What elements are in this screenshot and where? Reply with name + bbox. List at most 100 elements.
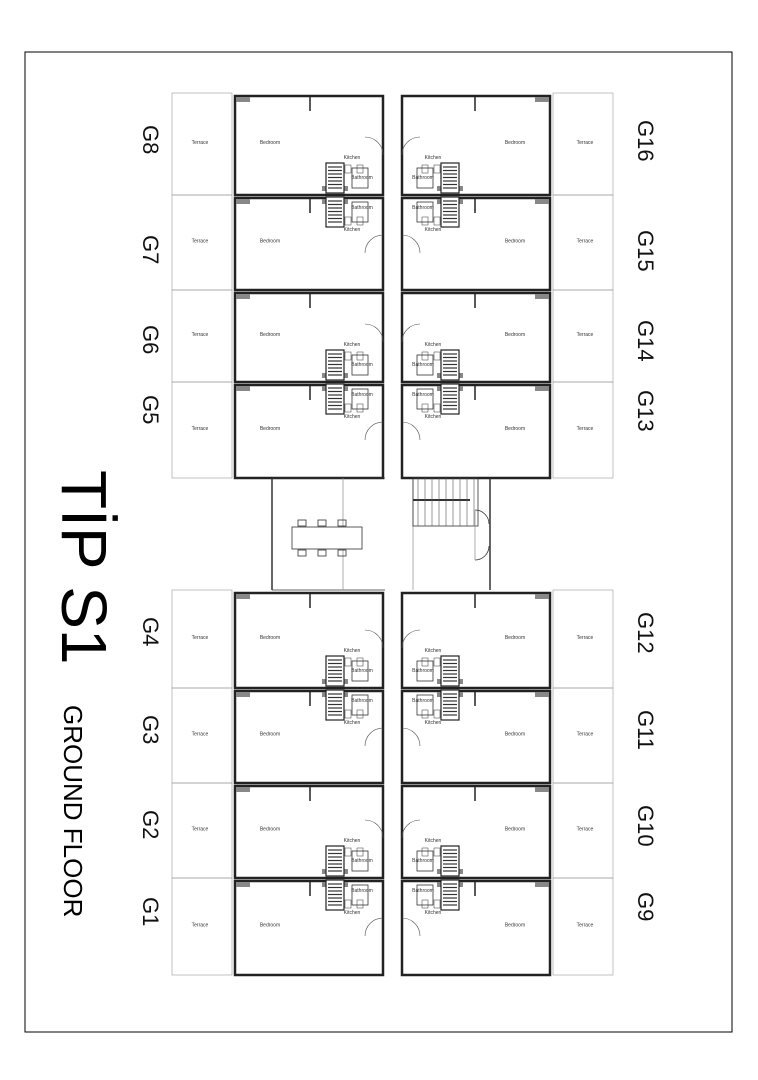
- bathroom-label: Bathroom: [412, 858, 434, 864]
- apartment-unit: [171, 877, 385, 977]
- kitchen-label: Kitchen: [425, 720, 442, 726]
- apartment-unit: [171, 589, 385, 690]
- terrace-label: Terrace: [577, 332, 594, 338]
- unit-label-right: G12: [633, 612, 658, 654]
- plan-title: TİP S1: [48, 470, 120, 664]
- bedroom-label: Bedroom: [505, 827, 525, 833]
- unit-label-right: G16: [633, 120, 658, 162]
- unit-walls: [400, 591, 552, 690]
- unit-walls: [400, 196, 552, 292]
- bedroom-label: Bedroom: [505, 732, 525, 738]
- unit-walls: [233, 784, 385, 880]
- unit-label-left: G6: [138, 325, 163, 354]
- bathroom-label: Bathroom: [351, 698, 373, 704]
- unit-label-right: G15: [633, 230, 658, 272]
- terrace-label: Terrace: [192, 332, 209, 338]
- terrace-label: Terrace: [577, 732, 594, 738]
- kitchen-label: Kitchen: [344, 838, 361, 844]
- kitchen-label: Kitchen: [425, 342, 442, 348]
- apartment-unit: [400, 877, 614, 977]
- kitchen-label: Kitchen: [344, 910, 361, 916]
- unit-label-left: G8: [138, 125, 163, 154]
- kitchen-label: Kitchen: [344, 414, 361, 420]
- page-frame: [24, 51, 733, 1033]
- terrace-label: Terrace: [192, 239, 209, 245]
- bathroom-label: Bathroom: [351, 392, 373, 398]
- terrace-label: Terrace: [577, 426, 594, 432]
- kitchen-label: Kitchen: [344, 227, 361, 233]
- terrace-label: Terrace: [577, 239, 594, 245]
- bedroom-label: Bedroom: [260, 140, 280, 146]
- bedroom-label: Bedroom: [260, 426, 280, 432]
- apartment-unit: [400, 194, 614, 292]
- terrace: [552, 877, 614, 976]
- bathroom-label: Bathroom: [412, 698, 434, 704]
- apartment-unit: [171, 92, 385, 197]
- unit-label-left: G4: [138, 617, 163, 646]
- unit-walls: [233, 196, 385, 292]
- bathroom-label: Bathroom: [351, 888, 373, 894]
- bedroom-label: Bedroom: [505, 635, 525, 641]
- bedroom-label: Bedroom: [260, 332, 280, 338]
- unit-walls: [233, 291, 385, 384]
- kitchen-label: Kitchen: [425, 227, 442, 233]
- kitchen-label: Kitchen: [425, 648, 442, 654]
- kitchen-label: Kitchen: [425, 910, 442, 916]
- bedroom-label: Bedroom: [505, 332, 525, 338]
- kitchen-label: Kitchen: [425, 414, 442, 420]
- bathroom-label: Bathroom: [351, 175, 373, 181]
- bathroom-label: Bathroom: [351, 205, 373, 211]
- terrace-label: Terrace: [577, 923, 594, 929]
- bathroom-label: Bathroom: [351, 858, 373, 864]
- unit-walls: [400, 94, 552, 197]
- terrace-label: Terrace: [192, 140, 209, 146]
- unit-walls: [233, 94, 385, 197]
- bedroom-label: Bedroom: [260, 239, 280, 245]
- unit-label-left: G5: [138, 395, 163, 424]
- bedroom-label: Bedroom: [505, 239, 525, 245]
- plan-subtitle: GROUND FLOOR: [58, 705, 88, 917]
- unit-walls: [400, 784, 552, 880]
- central-hall: [271, 477, 385, 591]
- terrace-label: Terrace: [192, 923, 209, 929]
- unit-walls: [233, 689, 385, 785]
- apartment-unit: [400, 589, 614, 690]
- bathroom-label: Bathroom: [412, 668, 434, 674]
- bedroom-label: Bedroom: [260, 923, 280, 929]
- kitchen-label: Kitchen: [425, 155, 442, 161]
- terrace-label: Terrace: [192, 732, 209, 738]
- bedroom-label: Bedroom: [505, 426, 525, 432]
- bathroom-label: Bathroom: [351, 668, 373, 674]
- bedroom-label: Bedroom: [260, 827, 280, 833]
- terrace-label: Terrace: [577, 635, 594, 641]
- bedroom-label: Bedroom: [260, 635, 280, 641]
- unit-label-left: G1: [138, 897, 163, 926]
- unit-label-right: G13: [633, 390, 658, 432]
- unit-walls: [400, 383, 552, 480]
- apartment-unit: [171, 782, 385, 880]
- terrace: [552, 381, 614, 479]
- bedroom-label: Bedroom: [505, 923, 525, 929]
- staircase: [412, 477, 491, 590]
- bathroom-label: Bathroom: [351, 362, 373, 368]
- unit-walls: [233, 879, 385, 977]
- bathroom-label: Bathroom: [412, 888, 434, 894]
- terrace-label: Terrace: [192, 426, 209, 432]
- kitchen-label: Kitchen: [344, 720, 361, 726]
- bathroom-label: Bathroom: [412, 392, 434, 398]
- kitchen-label: Kitchen: [425, 838, 442, 844]
- apartment-unit: [400, 289, 614, 384]
- unit-label-left: G3: [138, 715, 163, 744]
- terrace-label: Terrace: [192, 827, 209, 833]
- unit-walls: [400, 689, 552, 785]
- unit-label-right: G14: [633, 320, 658, 362]
- unit-walls: [233, 591, 385, 690]
- unit-walls: [400, 291, 552, 384]
- unit-walls: [233, 383, 385, 480]
- apartment-unit: [171, 289, 385, 384]
- kitchen-label: Kitchen: [344, 342, 361, 348]
- unit-label-left: G2: [138, 810, 163, 839]
- kitchen-label: Kitchen: [344, 155, 361, 161]
- terrace-label: Terrace: [577, 827, 594, 833]
